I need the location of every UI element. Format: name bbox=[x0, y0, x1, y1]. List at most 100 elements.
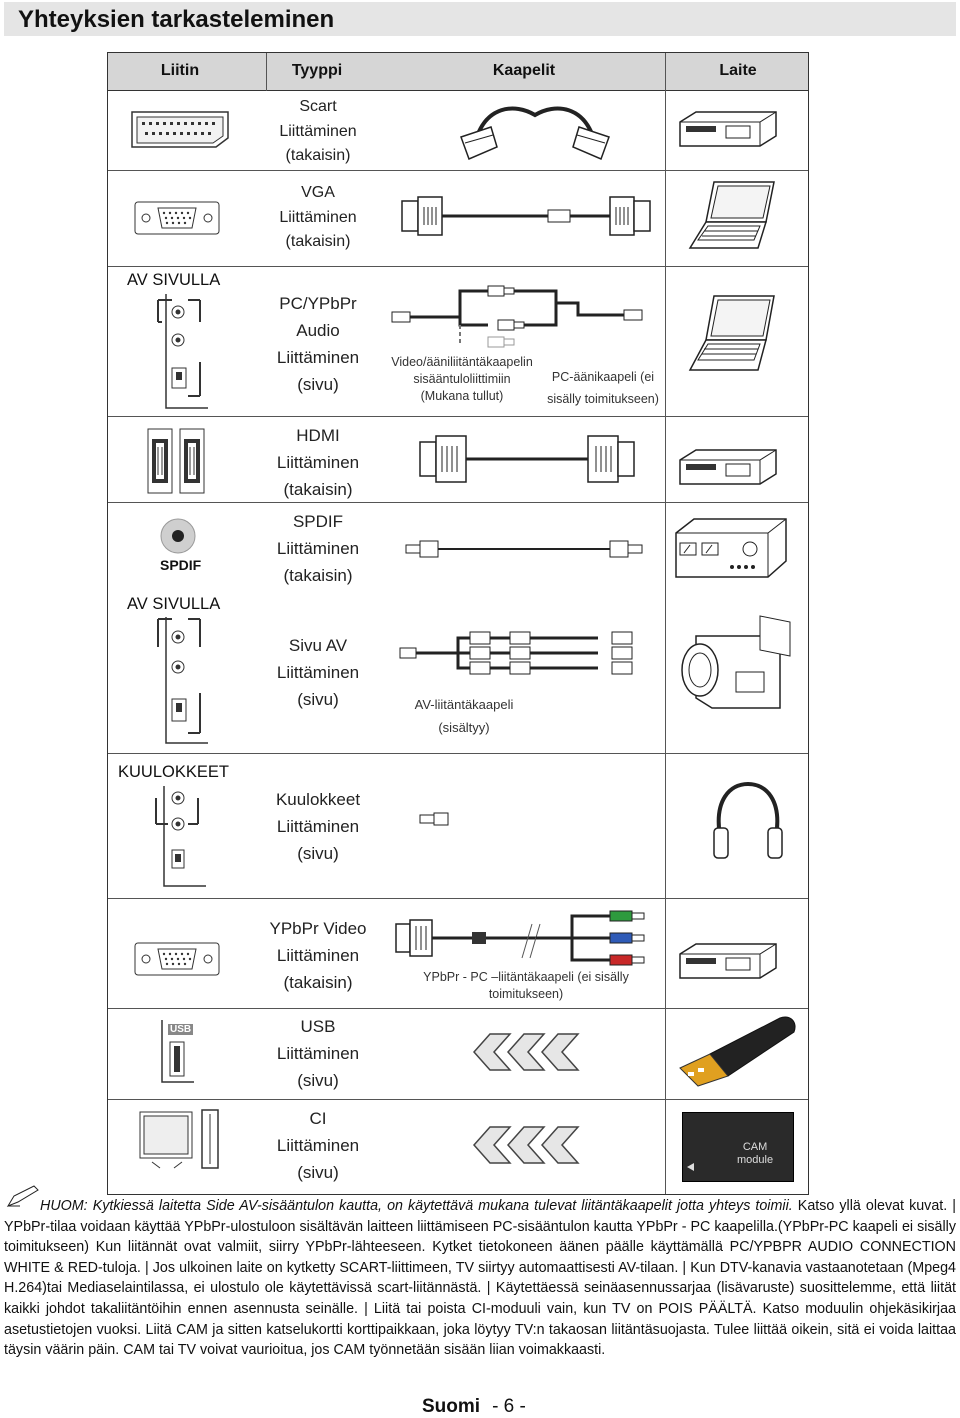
type-line: VGA bbox=[301, 184, 335, 201]
caption-ypbpr-cable: YPbPr - PC –liitäntäkaapeli (ei sisälly … bbox=[423, 969, 629, 1003]
pencil-note-icon bbox=[6, 1185, 39, 1208]
col-sep bbox=[266, 53, 267, 91]
vga-port-icon bbox=[134, 201, 220, 235]
row-sep bbox=[108, 266, 808, 267]
table-header: Liitin Tyyppi Kaapelit Laite bbox=[108, 53, 808, 91]
col-sep bbox=[665, 53, 666, 1194]
type-spdif: SPDIF Liittäminen (takaisin) bbox=[277, 508, 359, 589]
rca-cable-icon bbox=[405, 540, 643, 558]
row-sep bbox=[108, 753, 808, 754]
note-lead: HUOM: Kytkiessä laitetta Side AV-sisäänt… bbox=[40, 1198, 793, 1214]
cam-label-line: CAM bbox=[742, 1141, 768, 1153]
type-line: (sivu) bbox=[297, 844, 339, 863]
ci-slot-icon bbox=[139, 1109, 219, 1169]
ci-arrows-icon bbox=[472, 1126, 580, 1164]
type-line: (sivu) bbox=[297, 690, 339, 709]
type-line: Liittäminen bbox=[276, 663, 360, 682]
row-sep bbox=[108, 1099, 808, 1100]
footer-language: Suomi bbox=[422, 1396, 481, 1417]
scart-cable-icon bbox=[460, 106, 610, 161]
title-bar: Yhteyksien tarkasteleminen bbox=[4, 2, 956, 36]
label-headphones: KUULOKKEET bbox=[118, 763, 229, 781]
dvd-player-icon bbox=[679, 111, 777, 147]
type-headphones: Kuulokkeet Liittäminen (sivu) bbox=[276, 786, 360, 867]
laptop-icon bbox=[688, 295, 775, 371]
type-line: Audio bbox=[296, 321, 340, 340]
type-line: (sivu) bbox=[297, 375, 339, 394]
type-ypbpr: YPbPr Video Liittäminen (takaisin) bbox=[269, 915, 366, 996]
cam-module-icon: CAM module bbox=[682, 1112, 794, 1182]
type-line: Liittäminen bbox=[276, 348, 360, 367]
type-ci: CI Liittäminen (sivu) bbox=[277, 1105, 359, 1186]
headphones-icon bbox=[713, 781, 783, 859]
type-scart: Scart Liittäminen (takaisin) bbox=[279, 95, 356, 169]
row-sep bbox=[108, 416, 808, 417]
type-hdmi: HDMI Liittäminen (takaisin) bbox=[277, 422, 359, 503]
type-line: (takaisin) bbox=[283, 480, 353, 499]
side-av-panel-icon bbox=[157, 617, 208, 744]
footer-page-number: - 6 - bbox=[492, 1396, 526, 1417]
type-line: Liittäminen bbox=[279, 122, 357, 140]
cam-arrow-icon bbox=[687, 1163, 694, 1171]
type-usb: USB Liittäminen (sivu) bbox=[277, 1013, 359, 1094]
caption-line: Video/ääniliitäntäkaapelin bbox=[391, 355, 533, 369]
type-line: Liittäminen bbox=[276, 1044, 360, 1063]
usb-label: USB bbox=[168, 1024, 194, 1035]
type-line: Liittäminen bbox=[276, 1136, 360, 1155]
caption-line: (sisältyy) bbox=[438, 720, 490, 735]
type-vga: VGA Liittäminen (takaisin) bbox=[279, 181, 356, 255]
type-pc-audio: PC/YPbPr Audio Liittäminen (sivu) bbox=[277, 290, 359, 398]
type-line: (takaisin) bbox=[285, 147, 351, 164]
caption-av-audio-cable: Video/ääniliitäntäkaapelin sisääntulolii… bbox=[391, 354, 533, 405]
label-av-side: AV SIVULLA bbox=[127, 271, 221, 289]
caption-av-cable: AV-liitäntäkaapeli (sisältyy) bbox=[415, 693, 514, 739]
laptop-icon bbox=[688, 181, 775, 249]
caption-line: YPbPr - PC –liitäntäkaapeli (ei sisälly bbox=[423, 970, 629, 984]
type-line: Liittäminen bbox=[279, 208, 357, 226]
usb-port-shape bbox=[161, 1020, 194, 1083]
usb-arrows-icon bbox=[472, 1033, 580, 1071]
side-av-panel-icon bbox=[157, 294, 208, 409]
av-cable-icon bbox=[399, 631, 633, 675]
type-line: Liittäminen bbox=[276, 453, 360, 472]
cam-label-line: module bbox=[737, 1154, 774, 1166]
header-type: Tyyppi bbox=[291, 62, 343, 79]
row-sep bbox=[108, 898, 808, 899]
row-sep bbox=[108, 502, 808, 503]
header-cables: Kaapelit bbox=[492, 62, 556, 79]
usb-port-icon: USB bbox=[160, 1018, 196, 1084]
caption-line: toimitukseen) bbox=[488, 987, 564, 1001]
audio-cable-icon bbox=[391, 285, 643, 348]
amplifier-icon bbox=[675, 518, 787, 578]
camcorder-icon bbox=[681, 615, 791, 709]
type-line: Liittäminen bbox=[276, 817, 360, 836]
note-text: HUOM: Kytkiessä laitetta Side AV-sisäänt… bbox=[4, 1196, 956, 1361]
type-line: (sivu) bbox=[297, 1163, 339, 1182]
spdif-jack-icon bbox=[160, 518, 196, 554]
hdmi-port-icon bbox=[147, 428, 205, 494]
type-line: Kuulokkeet bbox=[275, 790, 361, 809]
type-line: CI bbox=[309, 1109, 327, 1128]
caption-line: sisääntuloliittimiin bbox=[413, 372, 511, 386]
dvd-player-icon bbox=[679, 943, 777, 979]
header-connector: Liitin bbox=[160, 62, 200, 79]
row-sep bbox=[108, 170, 808, 171]
caption-line: (Mukana tullut) bbox=[420, 389, 504, 403]
ypbpr-cable-icon bbox=[395, 910, 645, 966]
cam-module-label: CAM module bbox=[737, 1141, 773, 1167]
type-line: PC/YPbPr bbox=[279, 294, 357, 313]
type-line: YPbPr Video bbox=[269, 919, 367, 938]
usb-stick-icon bbox=[679, 1016, 796, 1087]
type-line: (takaisin) bbox=[283, 973, 353, 992]
vga-port-icon bbox=[134, 942, 220, 976]
type-line: SPDIF bbox=[292, 512, 344, 531]
row-sep bbox=[108, 1008, 808, 1009]
type-line: (takaisin) bbox=[285, 233, 351, 250]
type-line: HDMI bbox=[296, 426, 340, 445]
type-side-av: Sivu AV Liittäminen (sivu) bbox=[277, 632, 359, 713]
type-line: USB bbox=[300, 1017, 336, 1036]
note-body: Katso yllä olevat kuvat. | YPbPr-tilaa v… bbox=[4, 1198, 956, 1359]
caption-pc-audio-cable: PC-äänikaapeli (ei sisälly toimitukseen) bbox=[547, 366, 659, 410]
connection-table: Liitin Tyyppi Kaapelit Laite Scart Liitt… bbox=[107, 52, 809, 1195]
caption-line: PC-äänikaapeli (ei bbox=[551, 370, 655, 384]
